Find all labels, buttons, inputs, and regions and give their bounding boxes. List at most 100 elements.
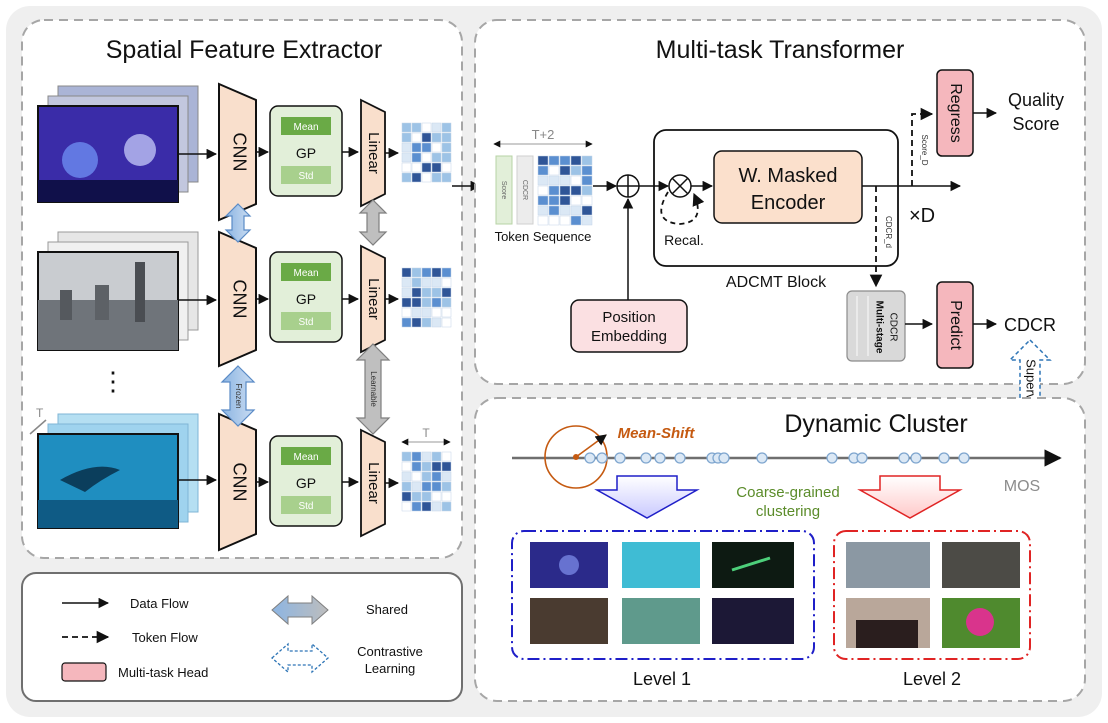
feature-grid-cell — [441, 122, 452, 133]
level2-down-arrow — [857, 475, 963, 519]
score-token-label: Score — [500, 181, 507, 199]
cdcr-token-label: CDCR — [521, 180, 528, 200]
linear-block-row2: Linear — [360, 244, 386, 354]
feature-grid-cell — [411, 307, 422, 318]
mos-point — [958, 452, 970, 464]
level2-cluster — [833, 530, 1031, 660]
encoder-line2: Encoder — [751, 192, 826, 214]
token-sequence-caption: Token Sequence — [495, 229, 592, 244]
feature-grid-cell — [548, 165, 560, 176]
mos-point — [718, 452, 730, 464]
feature-grid-cell — [441, 307, 452, 318]
quality-score-line1: Quality — [1008, 90, 1064, 110]
feature-grid-cell — [411, 172, 422, 183]
multi-stage-line1: Multi-stage — [873, 301, 884, 354]
gp-std-label-2: Std — [298, 317, 313, 328]
feature-grid-cell — [431, 172, 442, 183]
t-span-label: T — [422, 426, 430, 440]
predict-head: Predict — [936, 281, 974, 369]
linear-learnable-arrow: Learnable — [355, 343, 391, 435]
cnn-shared-arrow-1 — [224, 203, 252, 243]
ellipsis: ⋮ — [100, 366, 126, 396]
feature-grid-cell — [441, 172, 452, 183]
feature-grid-cell — [421, 142, 432, 153]
feature-grid-cell — [570, 175, 582, 186]
cnn-label-2: CNN — [229, 280, 249, 319]
feature-grid-cell — [421, 267, 432, 278]
feature-grid-cell — [537, 175, 549, 186]
feature-grid-cell — [401, 307, 412, 318]
adcmt-block-label: ADCMT Block — [726, 274, 827, 291]
feature-grid-cell — [441, 491, 452, 502]
mos-point — [596, 452, 608, 464]
spatial-feature-panel: Spatial Feature Extractor ⋮ — [21, 19, 463, 559]
video-frames-row2 — [37, 231, 199, 351]
multi-stage-line2: CDCR — [887, 313, 898, 342]
feature-grid-cell — [581, 175, 593, 186]
video-frames-row3 — [37, 413, 199, 529]
feature-grid-cell — [441, 471, 452, 482]
t-span-indicator: T — [401, 426, 451, 446]
linear-label-1: Linear — [365, 132, 382, 174]
feature-grid-cell — [431, 162, 442, 173]
feature-grid-cell — [548, 185, 560, 196]
cdcr-output-label: CDCR — [1004, 315, 1056, 335]
feature-grid-cell — [441, 451, 452, 462]
feature-grid-cell — [581, 205, 593, 216]
legend-shared-label: Shared — [366, 602, 408, 617]
legend-head-swatch — [61, 662, 107, 682]
coarse-label-line2: clustering — [756, 503, 820, 520]
cnn-frozen-arrow: Frozen — [220, 365, 256, 427]
feature-grid-cell — [421, 132, 432, 143]
feature-grid-cell — [548, 205, 560, 216]
feature-grid-cell — [441, 132, 452, 143]
repeat-d-label: ×D — [909, 205, 935, 227]
cluster-panel-title: Dynamic Cluster — [784, 410, 967, 438]
feature-grid-cell — [548, 195, 560, 206]
level1-thumb-6 — [712, 598, 794, 644]
legend-contrastive-line1: Contrastive — [357, 644, 423, 659]
frame-to-cnn-arrows — [178, 148, 218, 486]
feature-grid-cell — [411, 481, 422, 492]
feature-grid-cell — [431, 287, 442, 298]
feature-grid-cell — [401, 142, 412, 153]
feature-grid-cell — [548, 175, 560, 186]
feature-grid-cell — [441, 297, 452, 308]
legend-contrastive-line2: Learning — [365, 661, 416, 676]
legend-token-flow-label: Token Flow — [132, 630, 198, 645]
cnn-block-row2: CNN — [218, 230, 257, 368]
legend-head-label: Multi-task Head — [118, 665, 208, 680]
feature-grid-cell — [431, 501, 442, 512]
position-embedding-box: Position Embedding — [570, 299, 688, 353]
level1-thumb-4 — [530, 598, 608, 644]
score-d-label: Score_D — [920, 134, 929, 165]
feature-grid-cell — [421, 317, 432, 328]
feature-grid-cell — [401, 481, 412, 492]
mos-point — [898, 452, 910, 464]
feature-grid-row3 — [401, 451, 452, 512]
feature-grid-cell — [421, 451, 432, 462]
feature-grid-cell — [441, 152, 452, 163]
regress-head: Regress — [936, 69, 974, 157]
feature-grid-cell — [401, 122, 412, 133]
feature-grid-cell — [401, 277, 412, 288]
feature-grid-cell — [411, 491, 422, 502]
level1-thumb-3 — [712, 542, 794, 588]
legend-data-flow-label: Data Flow — [130, 596, 189, 611]
level2-thumb-2 — [942, 542, 1020, 588]
feature-grid-cell — [411, 451, 422, 462]
feature-grid-cell — [421, 122, 432, 133]
mos-point — [584, 452, 596, 464]
t-label-frames: T — [36, 406, 44, 420]
mean-shift-vector — [575, 434, 607, 458]
quality-score-line2: Score — [1012, 114, 1059, 134]
recal-label: Recal. — [664, 232, 704, 248]
feature-grid-cell — [570, 205, 582, 216]
dynamic-cluster-panel: Dynamic Cluster MOS Mean-Shift Coarse-gr… — [474, 397, 1086, 702]
feature-grid-cell — [559, 155, 571, 166]
feature-grid-cell — [411, 471, 422, 482]
feature-grid-cell — [431, 481, 442, 492]
feature-grid-cell — [441, 142, 452, 153]
feature-grid-cell — [441, 287, 452, 298]
feature-grid-cell — [411, 287, 422, 298]
